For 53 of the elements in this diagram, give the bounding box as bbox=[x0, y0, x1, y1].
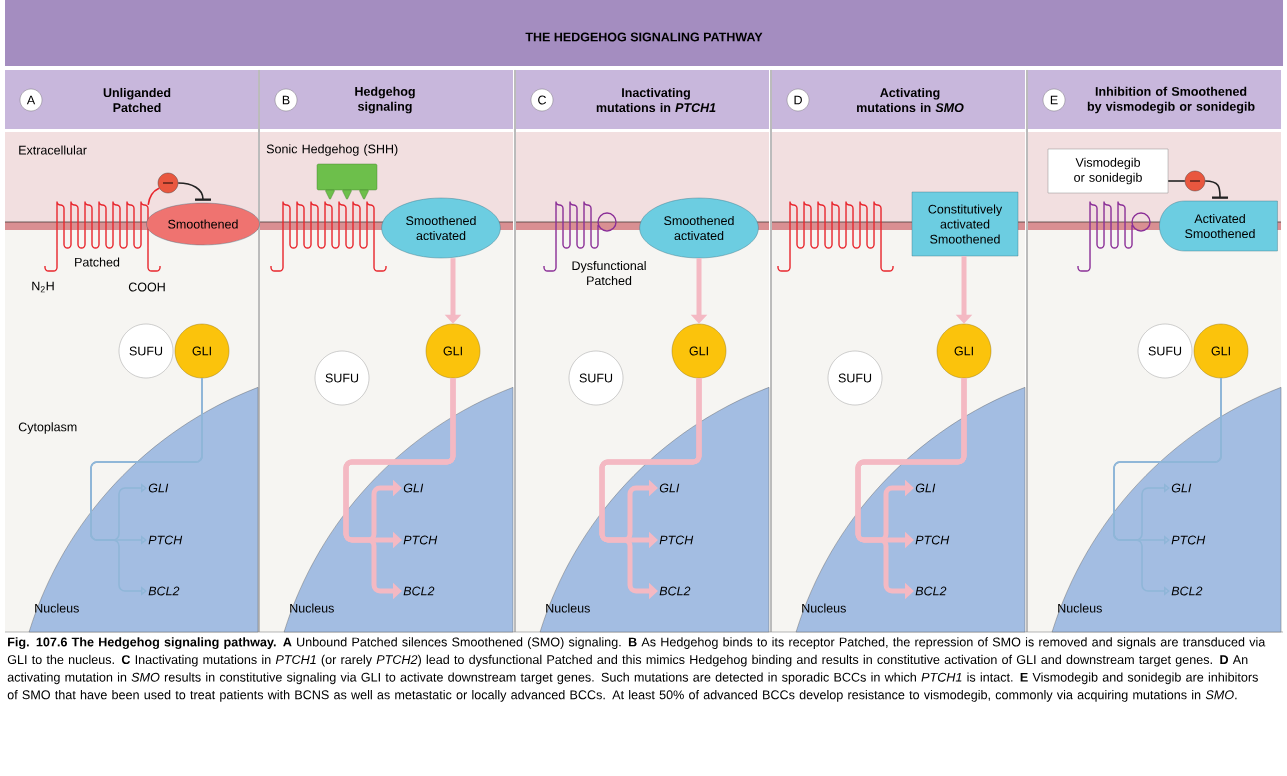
figure-caption: Fig. 107.6 The Hedgehog signaling pathway. A Unbound Patched silences Smoothened (SMO) signaling. B As Hedgehog binds to its receptor Patched, the repression of SMO is removed and signals are transduced via GLI to the nucleus. C Inactivating mutations in PTCH1 (or rarely PTCH2) lead to dysfunctional Patched and this mimics Hedgehog binding and results in constitutive activation of GLI and downstream target genes. D An activating mutation in SMO results in constitutive signaling via GLI to activate downstream target genes. Such mutations are detected in sporadic BCCs in which PTCH1 is intact. E Vismodegib and sonidegib are inhibitors of SMO that have been used to treat patients with BCNS as well as metastatic or locally advanced BCCs. At least 50% of advanced BCCs develop resistance to vismodegib, commonly via acquiring mutations in SMO. bbox=[7, 637, 1266, 702]
gli-protein: GLI bbox=[936, 323, 992, 379]
gene-label: PTCH bbox=[148, 535, 183, 545]
gene-label: PTCH bbox=[1171, 535, 1206, 545]
gli-protein: GLI bbox=[425, 323, 481, 379]
gene-label: PTCH bbox=[403, 535, 438, 545]
smoothened-receptor: Constitutively activated Smoothened bbox=[911, 191, 1019, 257]
panel-letter: A bbox=[19, 88, 43, 112]
panel-letter: B bbox=[274, 88, 298, 112]
sufu-protein: SUFU bbox=[1137, 323, 1193, 379]
panel-letter: E bbox=[1042, 88, 1066, 112]
title-band: THE HEDGEHOG SIGNALING PATHWAY bbox=[5, 0, 1283, 66]
gene-label: GLI bbox=[915, 483, 936, 493]
protein-label: COOH bbox=[128, 282, 165, 292]
protein-label: N$_{2}$H bbox=[32, 281, 54, 293]
gene-label: PTCH bbox=[915, 535, 950, 545]
protein-label: Sonic Hedgehog (SHH) bbox=[266, 144, 398, 156]
gene-label: GLI bbox=[659, 483, 680, 493]
protein-label: Patched bbox=[75, 257, 120, 267]
smoothened-receptor: Activated Smoothened bbox=[1159, 200, 1278, 252]
gene-label: GLI bbox=[148, 483, 169, 493]
gene-label: BCL2 bbox=[148, 586, 180, 596]
arrow bbox=[1204, 180, 1228, 199]
panel-letter: C bbox=[530, 88, 554, 112]
patched-receptor bbox=[270, 200, 387, 272]
gene-label: BCL2 bbox=[915, 586, 947, 596]
smoothened-receptor: Smoothened activated bbox=[381, 197, 501, 259]
gli-protein: GLI bbox=[1193, 323, 1249, 379]
inhibition-symbol bbox=[1184, 170, 1206, 192]
gene-label: GLI bbox=[1171, 483, 1192, 493]
smoothened-receptor: Smoothened activated bbox=[639, 197, 759, 259]
arrow bbox=[177, 182, 211, 201]
patched-receptor bbox=[1077, 200, 1151, 272]
gli-protein: GLI bbox=[174, 323, 230, 379]
gene-label: GLI bbox=[403, 483, 424, 493]
region-label: Extracellular bbox=[19, 145, 87, 155]
gene-label: BCL2 bbox=[403, 586, 435, 596]
patched-receptor bbox=[777, 200, 894, 272]
panel-letter: D bbox=[786, 88, 810, 112]
drug-box: Vismodegib or sonidegib bbox=[1047, 148, 1169, 194]
sufu-protein: SUFU bbox=[118, 323, 174, 379]
smoothened-receptor: Smoothened bbox=[146, 202, 260, 246]
node-label: Hedgehog signaling bbox=[355, 86, 415, 114]
gene-label: BCL2 bbox=[1171, 586, 1203, 596]
inhibition-symbol bbox=[157, 172, 179, 194]
gene-label: BCL2 bbox=[659, 586, 691, 596]
sufu-protein: SUFU bbox=[314, 350, 370, 406]
gli-protein: GLI bbox=[671, 323, 727, 379]
protein-label: Dysfunctional Patched bbox=[572, 260, 646, 286]
gene-label: PTCH bbox=[659, 535, 694, 545]
sufu-protein: SUFU bbox=[568, 350, 624, 406]
node-label: Unliganded Patched bbox=[103, 87, 171, 113]
sufu-protein: SUFU bbox=[827, 350, 883, 406]
